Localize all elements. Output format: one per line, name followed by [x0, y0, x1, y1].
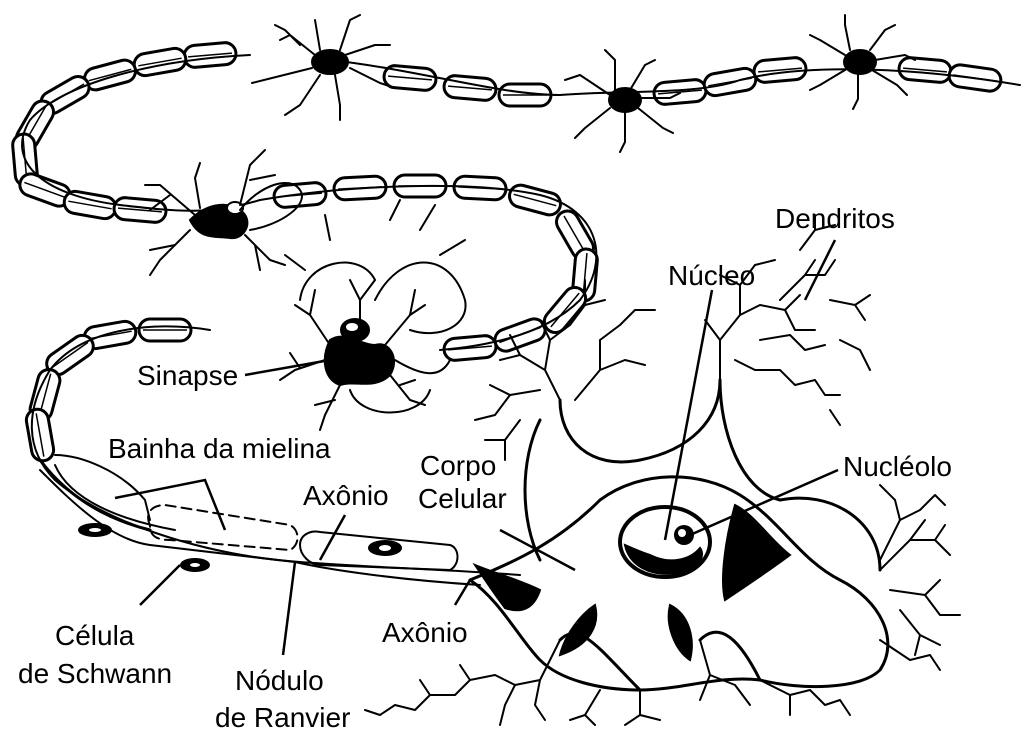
small-neuron-1	[252, 15, 395, 120]
neuron-left-small	[145, 150, 302, 275]
label-nucleo: Núcleo	[668, 260, 755, 291]
label-celular: Celular	[418, 483, 507, 514]
label-bainha-mielina: Bainha da mielina	[108, 433, 331, 464]
label-de-schwann: de Schwann	[18, 658, 172, 689]
label-nucleolo: Nucléolo	[843, 451, 952, 482]
label-axonio-lower: Axônio	[382, 617, 468, 648]
lower-myelin-sheath	[40, 455, 480, 585]
label-corpo: Corpo	[420, 450, 496, 481]
label-de-ranvier: de Ranvier	[215, 702, 350, 733]
label-celula: Célula	[55, 620, 135, 651]
label-axonio-upper: Axônio	[303, 480, 389, 511]
neuron-central	[280, 200, 466, 430]
label-dendritos: Dendritos	[775, 203, 895, 234]
label-nodulo: Nódulo	[235, 665, 324, 696]
label-sinapse: Sinapse	[137, 360, 238, 391]
small-neuron-3	[810, 15, 915, 109]
labels: Dendritos Núcleo Sinapse Nucléolo Bainha…	[18, 203, 952, 733]
